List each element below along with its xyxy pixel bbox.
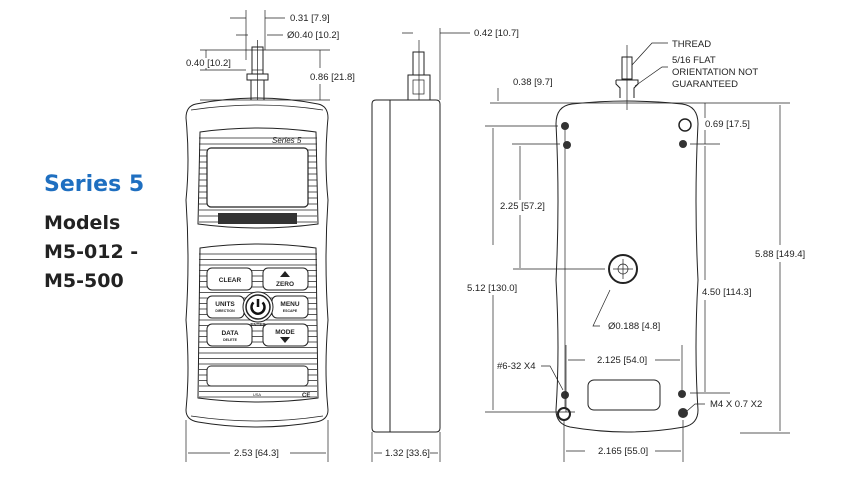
escape-label: ESCAPE bbox=[283, 309, 298, 313]
label-window bbox=[206, 365, 309, 387]
dim-hole-span: 5.12 [130.0] bbox=[467, 283, 517, 294]
dim-screw-span: 2.125 [54.0] bbox=[597, 355, 647, 366]
menu-label: MENU bbox=[280, 301, 299, 308]
note-screw-6-32: #6-32 X4 bbox=[497, 361, 536, 372]
back-label-recess bbox=[587, 379, 661, 411]
models-range-end: M5-500 bbox=[44, 270, 124, 292]
dim-top-holes: 0.69 [17.5] bbox=[705, 119, 750, 130]
mark-10-logo-strip bbox=[218, 213, 297, 224]
note-hole-diameter: Ø0.188 [4.8] bbox=[608, 321, 660, 332]
data-label: DATA bbox=[221, 330, 238, 337]
side-view: 0.42 [10.7] 1.32 [33.6] bbox=[371, 28, 519, 462]
back-view: THREAD 5/16 FLAT ORIENTATION NOT GUARANT… bbox=[467, 39, 805, 462]
dim-m4-span: 4.50 [114.3] bbox=[702, 287, 751, 298]
dim-height: 5.88 [149.4] bbox=[755, 249, 805, 260]
clear-label: CLEAR bbox=[219, 277, 242, 284]
dim-shaft-height: 0.86 [21.8] bbox=[310, 72, 355, 83]
power-enter-button[interactable]: ENTER bbox=[242, 291, 274, 327]
dim-side-stud-offset: 0.42 [10.7] bbox=[474, 28, 519, 39]
power-icon bbox=[250, 299, 266, 315]
ce-mark: CE bbox=[302, 393, 310, 399]
dim-stud-width: 0.31 [7.9] bbox=[290, 13, 330, 24]
dim-top-offset: 0.38 [9.7] bbox=[513, 77, 553, 88]
note-thread: THREAD bbox=[672, 39, 711, 50]
note-flat-3: GUARANTEED bbox=[672, 79, 738, 90]
usa-label: USA bbox=[253, 392, 262, 397]
dim-m4-width: 2.165 [55.0] bbox=[598, 446, 648, 457]
lcd-screen bbox=[206, 147, 309, 208]
up-arrow-icon bbox=[280, 271, 290, 277]
zero-label: ZERO bbox=[276, 281, 294, 288]
brand-label: Series 5 bbox=[272, 136, 302, 145]
units-label: UNITS bbox=[215, 301, 235, 308]
models-range-start: M5-012 - bbox=[44, 241, 139, 263]
clear-button[interactable]: CLEAR bbox=[206, 267, 253, 291]
down-arrow-icon bbox=[280, 337, 290, 343]
delete-label: DELETE bbox=[223, 338, 237, 342]
zero-button[interactable]: ZERO bbox=[262, 267, 309, 291]
front-view: 0.31 [7.9] Ø0.40 [10.2] 0.40 [10.2] 0.86… bbox=[185, 10, 355, 462]
enter-label: ENTER bbox=[250, 322, 266, 327]
mode-button[interactable]: MODE bbox=[262, 323, 309, 347]
note-flat-1: 5/16 FLAT bbox=[672, 55, 716, 66]
note-screw-m4: M4 X 0.7 X2 bbox=[710, 399, 762, 410]
front-body-outline bbox=[185, 97, 329, 428]
models-heading: Models bbox=[44, 212, 121, 234]
dim-depth: 1.32 [33.6] bbox=[385, 448, 430, 459]
screw-holes bbox=[557, 118, 692, 421]
dim-width: 2.53 [64.3] bbox=[234, 448, 279, 459]
direction-label: DIRECTION bbox=[215, 309, 235, 313]
dim-stud-height: 0.40 [10.2] bbox=[186, 58, 231, 69]
display-panel: Series 5 bbox=[197, 127, 319, 229]
note-flat-2: ORIENTATION NOT bbox=[672, 67, 758, 78]
mode-label: MODE bbox=[275, 329, 295, 336]
dim-to-center: 2.25 [57.2] bbox=[500, 201, 545, 212]
dim-collar-diameter: Ø0.40 [10.2] bbox=[287, 30, 339, 41]
series-heading: Series 5 bbox=[44, 172, 145, 197]
center-mount-hole bbox=[608, 254, 638, 284]
